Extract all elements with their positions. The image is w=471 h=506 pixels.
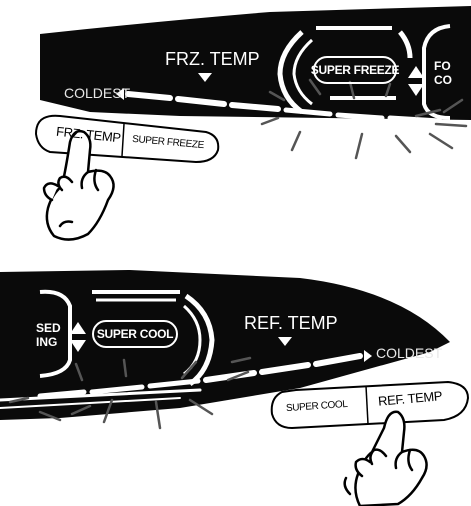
food-cool-partial-label: FO [434,59,451,73]
super-cool-indicator: SUPER COOL [92,320,178,348]
top-level-bar [125,91,471,141]
top-display-panel [40,6,471,120]
bottom-display-panel [0,270,450,420]
arrow-down-icon [408,84,424,96]
super-cool-bracket [92,290,215,387]
bottom-level-bar [0,353,363,409]
arrow-down-icon [70,340,86,352]
top-pointing-hand-icon [42,129,115,241]
frz-temp-label: FRZ. TEMP [165,49,260,69]
coldest-label: COLDEST [64,85,131,101]
ref-temp-label: REF. TEMP [244,313,338,333]
bottom-button-strip [270,380,470,430]
coldest-label: COLDEST [376,345,443,361]
coldest-arrow-icon [364,350,372,362]
coldest-arrow-icon [116,88,124,100]
food-cool-partial-label: CO [434,73,452,87]
frz-temp-pointer-icon [198,73,212,82]
top-flash-rays [260,78,468,160]
arrow-up-icon [408,66,424,78]
partial-left-bracket [39,289,72,378]
bottom-pointing-hand-icon [343,410,428,506]
bottom-flash-rays [8,356,252,430]
super-freeze-bracket [277,26,413,115]
ref-temp-pointer-icon [278,337,292,346]
food-cool-bracket [422,24,451,120]
super-freeze-indicator: SUPER FREEZE [311,56,400,84]
arrow-up-icon [70,322,86,334]
partial-left-label: ING [36,335,58,349]
partial-left-label: SED [36,321,61,335]
